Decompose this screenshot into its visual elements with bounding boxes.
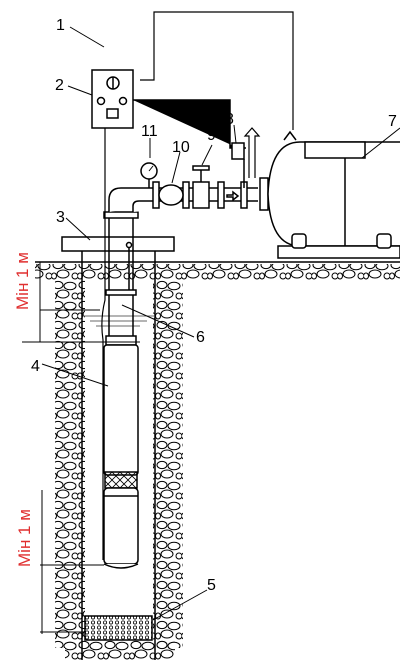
- water-surface: [83, 315, 154, 327]
- well-head-plate: [61, 236, 175, 252]
- power-cable: [101, 11, 294, 560]
- pipeline: [108, 165, 269, 212]
- submersible-pump: [103, 344, 139, 569]
- control-box: [91, 69, 238, 149]
- dimension-top: [22, 262, 140, 343]
- label-11: 11: [141, 123, 158, 140]
- drop-pipe: [103, 211, 139, 346]
- ground: [35, 261, 400, 660]
- well-casing: [81, 250, 156, 660]
- label-2: 2: [55, 77, 64, 94]
- dimension-top-label: Мін 1 м: [13, 252, 32, 310]
- label-10: 10: [172, 139, 190, 156]
- pressure-switch: [231, 142, 246, 188]
- pressure-tank: [267, 130, 400, 259]
- dimension-bottom-label: Мін 1 м: [15, 509, 34, 567]
- dimension-bottom: [40, 490, 104, 634]
- label-3: 3: [56, 209, 65, 226]
- label-6: 6: [196, 329, 205, 346]
- leader-lines: [41, 26, 400, 621]
- flow-arrow-up: [243, 127, 261, 178]
- label-4: 4: [31, 358, 40, 375]
- label-9: 9: [207, 127, 216, 144]
- label-7: 7: [388, 113, 397, 130]
- manometer: [140, 162, 158, 180]
- label-1: 1: [56, 17, 65, 34]
- label-8: 8: [225, 111, 234, 128]
- label-5: 5: [207, 577, 216, 594]
